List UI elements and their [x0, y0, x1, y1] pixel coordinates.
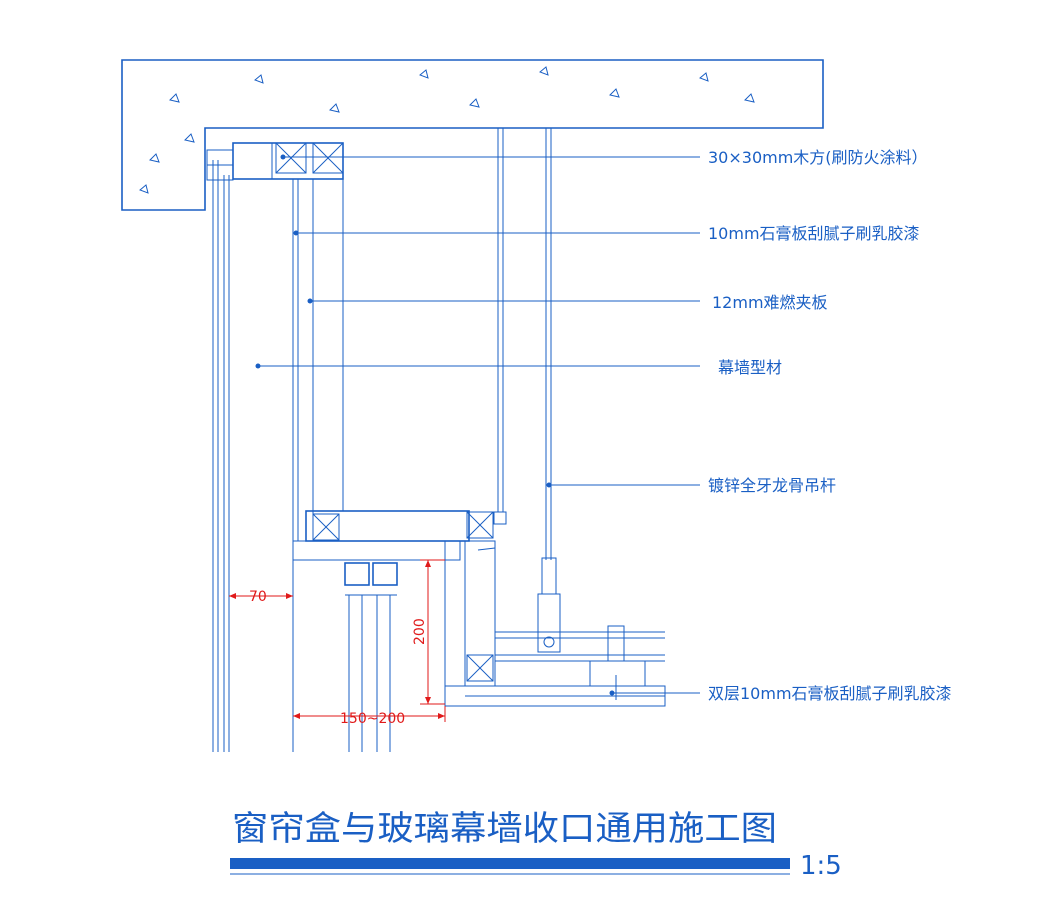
leader-lines: [258, 156, 700, 694]
drawing-title: 窗帘盒与玻璃幕墙收口通用施工图: [232, 809, 777, 849]
ceiling-side-board: [444, 540, 496, 687]
callout-gypsum-board: 10mm石膏板刮腻子刷乳胶漆: [708, 224, 920, 243]
dimension-width: 150~200: [293, 706, 446, 727]
callout-fire-board: 12mm难燃夹板: [712, 293, 828, 312]
callout-hanger-rod: 镀锌全牙龙骨吊杆: [708, 476, 836, 495]
ceiling-keel: [495, 625, 665, 700]
concrete-slab: [121, 59, 824, 211]
title-underline: [230, 858, 790, 869]
curtain-wall-glass: [206, 149, 234, 752]
curtain-box-bottom-board: [292, 510, 494, 561]
ceiling-double-gypsum: [444, 685, 666, 707]
leader-markers: [255, 154, 615, 696]
curtain-box-vertical-board: [292, 178, 344, 752]
hanger-rods: [493, 128, 561, 653]
drawing-scale: 1:5: [800, 851, 842, 881]
callout-double-gypsum: 双层10mm石膏板刮腻子刷乳胶漆: [708, 684, 952, 703]
curtain-tracks: [344, 562, 398, 752]
dimension-gap-label: 70: [249, 589, 267, 605]
dimension-gap: 70: [229, 589, 293, 605]
wood-battens: [232, 142, 344, 180]
callout-wood-batten: 30×30mm木方(刷防火涂料）: [708, 148, 928, 167]
callout-curtain-wall-profile: 幕墙型材: [718, 358, 782, 377]
dimension-width-label: 150~200: [340, 711, 405, 727]
dimension-height: 200: [412, 559, 445, 705]
dimension-height-label: 200: [412, 618, 428, 645]
